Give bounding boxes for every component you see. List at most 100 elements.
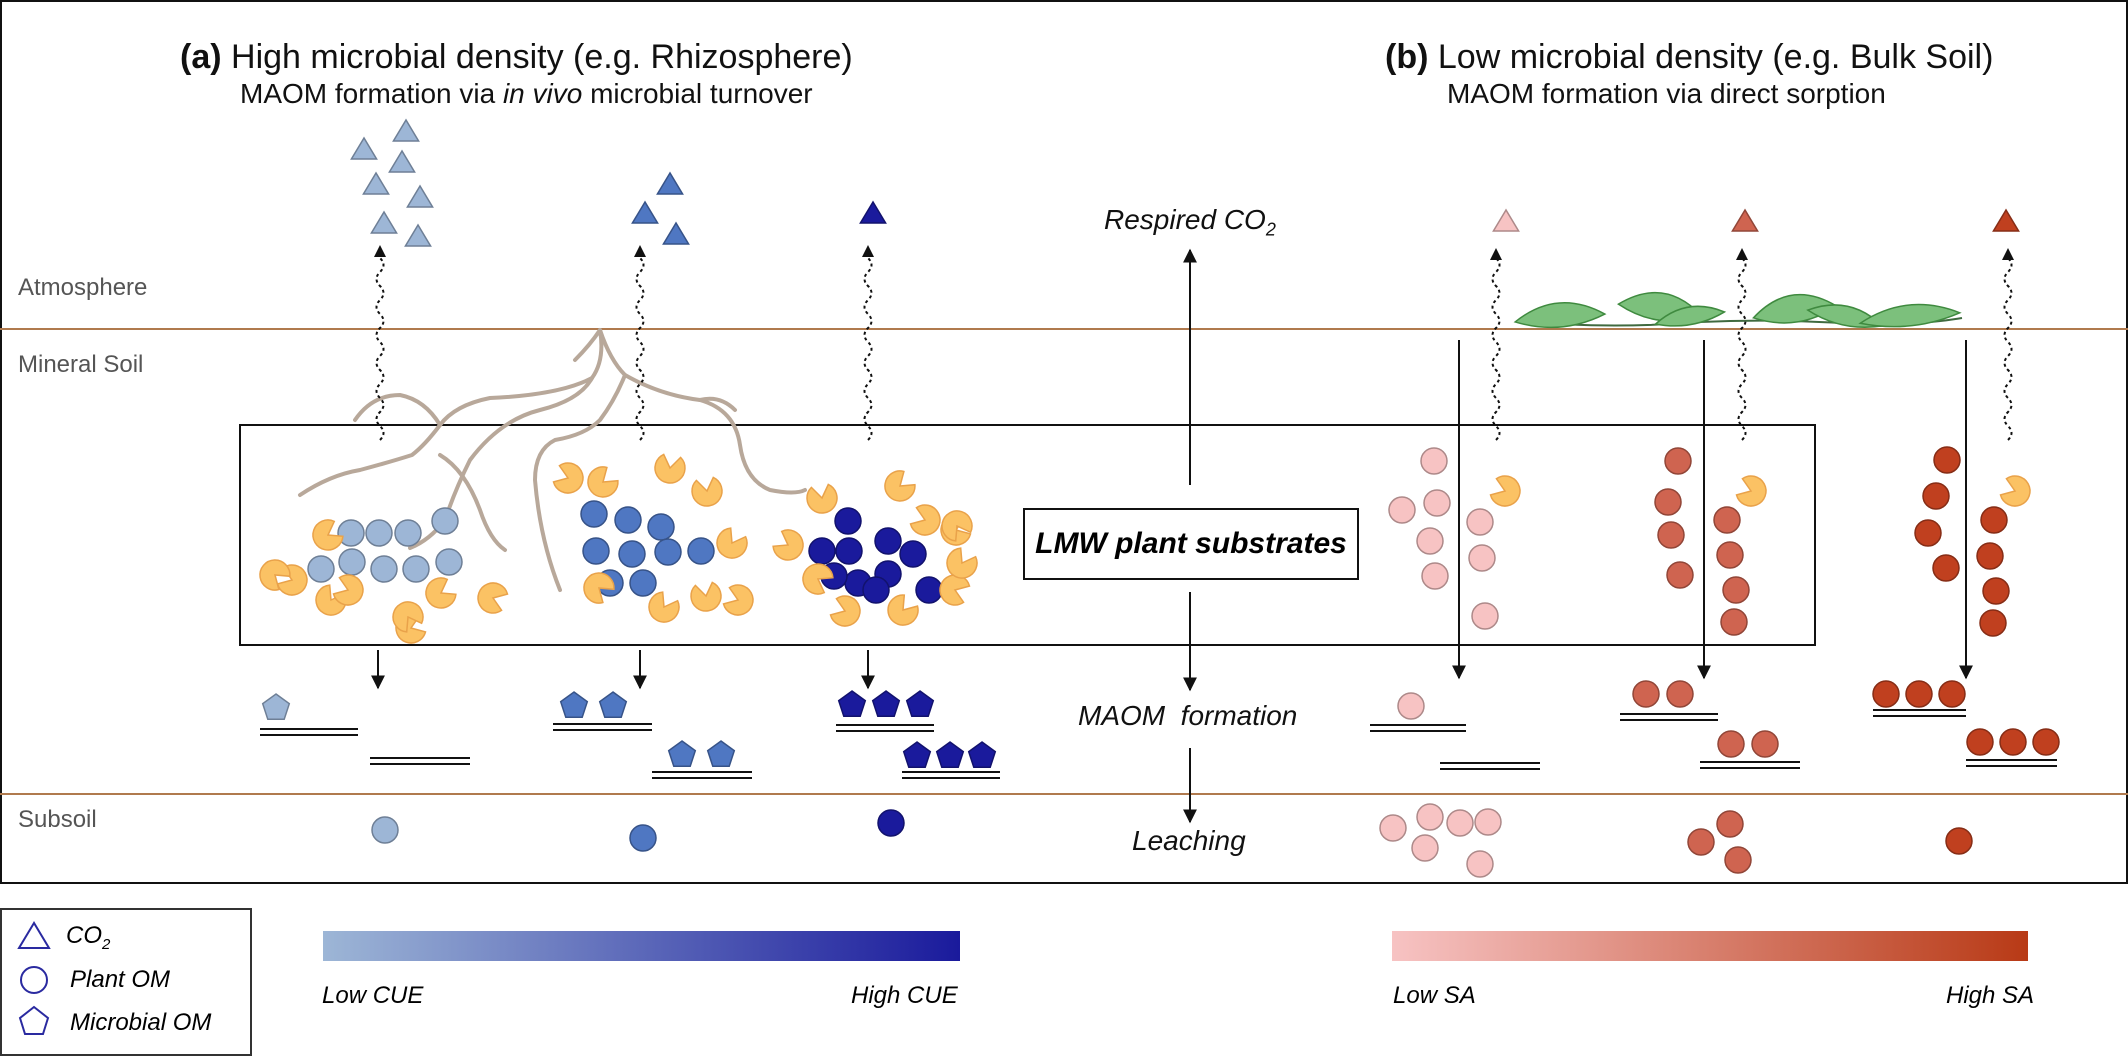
- microbe: [884, 470, 916, 502]
- plant-om-circle: [1446, 809, 1474, 837]
- plant-om-circle: [1932, 554, 1960, 582]
- plant-om-circle: [899, 540, 927, 568]
- leaf: [1858, 303, 1962, 328]
- plant-om-circle: [1720, 608, 1748, 636]
- co2-triangle: [404, 223, 432, 247]
- plant-om-circle: [394, 519, 422, 547]
- panel-b-heading: Low microbial density (e.g. Bulk Soil): [1437, 38, 1994, 76]
- plant-om-circle: [1976, 542, 2004, 570]
- microbial-om-pentagon: [559, 691, 589, 719]
- plant-om-circle: [1474, 808, 1502, 836]
- wavy-arrow: [375, 257, 385, 441]
- co2-triangle: [662, 221, 690, 245]
- plant-om-circle: [1982, 577, 2010, 605]
- microbe: [716, 527, 748, 559]
- plant-om-circle: [614, 506, 642, 534]
- microbe: [312, 519, 344, 551]
- microbe: [946, 547, 978, 579]
- particles: [259, 118, 2060, 878]
- plant-om-circle: [582, 537, 610, 565]
- respired-text: Respired CO: [1104, 204, 1266, 235]
- plant-om-circle: [402, 555, 430, 583]
- plant-om-circle: [580, 500, 608, 528]
- wavy-arrow-head: [634, 245, 646, 257]
- plant-om-circle: [874, 527, 902, 555]
- plant-om-circle: [1716, 541, 1744, 569]
- plant-om-circle: [1922, 482, 1950, 510]
- plant-om-circle: [1379, 814, 1407, 842]
- wavy-arrow: [1491, 257, 1501, 441]
- co2-triangle: [350, 136, 378, 160]
- plant-om-circle: [365, 519, 393, 547]
- panel-b-letter: (b): [1385, 38, 1429, 76]
- microbe: [587, 466, 619, 498]
- plant-om-circle: [1411, 834, 1439, 862]
- plant-om-circle: [1687, 828, 1715, 856]
- microbe: [691, 476, 723, 507]
- co2-triangle: [388, 149, 416, 173]
- root: [573, 328, 602, 362]
- root: [438, 453, 507, 552]
- microbe: [1735, 475, 1767, 507]
- respired-co2-label: Respired CO2: [1104, 204, 1276, 241]
- lmw-label: LMW plant substrates: [1035, 527, 1347, 560]
- mineral-zone-box: [239, 424, 1816, 646]
- sa-low-label: Low SA: [1393, 982, 1476, 1009]
- microbe: [425, 577, 457, 609]
- legend-co2-text: CO: [66, 922, 102, 949]
- microbe: [939, 574, 971, 606]
- plant-om-circle: [1905, 680, 1933, 708]
- plant-om-circle: [338, 548, 366, 576]
- legend-co2-sub: 2: [102, 935, 111, 953]
- plant-om-circle: [629, 569, 657, 597]
- plant-om-circle: [654, 538, 682, 566]
- plant-om-circle: [629, 824, 657, 852]
- flow-arrows: [371, 248, 1973, 824]
- plant-om-circle: [834, 507, 862, 535]
- co2-triangle: [1731, 208, 1759, 232]
- plant-om-circle: [1966, 728, 1994, 756]
- panel-a-heading: High microbial density (e.g. Rhizosphere…: [231, 38, 853, 76]
- plant-om-circle: [915, 576, 943, 604]
- co2-triangle: [370, 210, 398, 234]
- cue-low-label: Low CUE: [322, 982, 424, 1009]
- cue-colorbar: [323, 931, 960, 961]
- co2-triangle: [1492, 208, 1520, 232]
- microbe: [909, 504, 941, 536]
- plant-om-circle: [1664, 447, 1692, 475]
- plant-om-circle: [1466, 850, 1494, 878]
- microbe: [648, 591, 680, 623]
- plant-om-circle: [1420, 447, 1448, 475]
- plant-om-circle: [1416, 803, 1444, 831]
- root: [532, 373, 627, 592]
- plant-om-circle: [1999, 728, 2027, 756]
- lmw-plant-substrates-box: LMW plant substrates: [1023, 508, 1359, 580]
- plant-om-circle: [1388, 496, 1416, 524]
- microbe: [772, 529, 804, 561]
- co2-triangle: [392, 118, 420, 142]
- panel-a-subtitle-pre: MAOM formation via: [240, 78, 503, 109]
- plant-om-circle: [1397, 692, 1425, 720]
- microbial-om-pentagon: [837, 690, 867, 718]
- legend-plant-om: Plant OM: [70, 966, 171, 993]
- microbe: [654, 453, 686, 484]
- plant-om-circle: [1722, 576, 1750, 604]
- wavy-arrow: [2003, 257, 2013, 441]
- plant-om-circle: [431, 507, 459, 535]
- plant-om-circle: [1416, 527, 1444, 555]
- respired-sub: 2: [1265, 219, 1276, 240]
- co2-triangle: [631, 200, 659, 224]
- wavy-arrow: [863, 257, 873, 441]
- zone-subsoil: Subsoil: [18, 806, 97, 833]
- zone-mineral-soil: Mineral Soil: [18, 351, 144, 378]
- plant-om-circle: [647, 513, 675, 541]
- microbial-om-pentagon: [902, 741, 932, 769]
- plant-om-circle: [1751, 730, 1779, 758]
- plant-om-circle: [862, 576, 890, 604]
- plant-om-circle: [1632, 680, 1660, 708]
- panel-a-subtitle-post: microbial turnover: [582, 78, 813, 109]
- panel-b-subtitle: MAOM formation via direct sorption: [1447, 78, 1886, 109]
- plant-om-circle: [1657, 521, 1685, 549]
- plant-om-circle: [1421, 562, 1449, 590]
- leaching-label: Leaching: [1132, 825, 1246, 856]
